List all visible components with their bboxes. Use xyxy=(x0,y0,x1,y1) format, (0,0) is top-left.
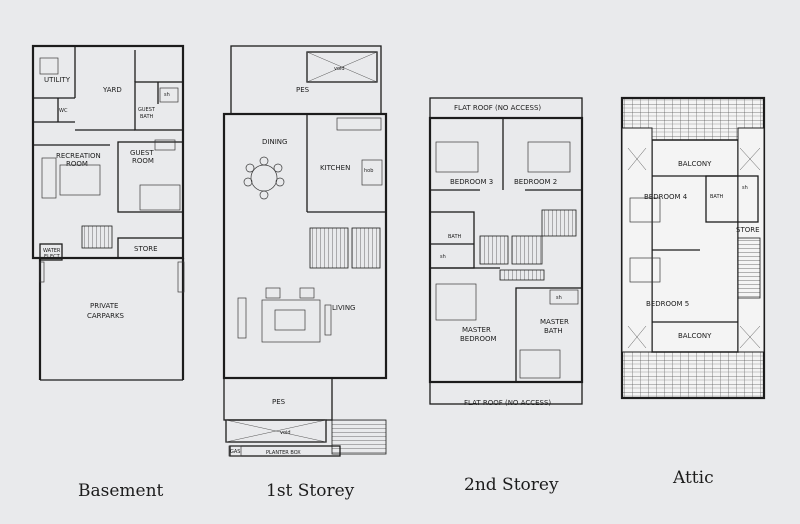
first-dining-label: DINING xyxy=(262,138,287,146)
basement-plan: UTILITY WC YARD GUEST BATH sh RECREATION… xyxy=(31,44,185,381)
second-flat-roof-top-label: FLAT ROOF (NO ACCESS) xyxy=(464,399,551,407)
caption-second-storey: 2nd Storey xyxy=(464,475,559,495)
caption-first-storey: 1st Storey xyxy=(266,481,355,501)
attic-balcony-top-label: BALCONY xyxy=(678,160,712,168)
attic-plan: BALCONY BEDROOM 4 BATH sh STORE BEDROOM … xyxy=(620,96,766,400)
second-master-bath-label-2: BATH xyxy=(544,327,563,335)
basement-wc-label: WC xyxy=(59,108,68,114)
attic-balcony-bottom-label: BALCONY xyxy=(678,332,712,340)
first-void-top-label: void xyxy=(334,66,345,72)
basement-carparks-label-1: PRIVATE xyxy=(90,302,118,310)
basement-recreation-label-2: ROOM xyxy=(66,160,88,168)
basement-guest-room-label-2: ROOM xyxy=(132,157,154,165)
first-gas-label: GAS xyxy=(230,449,240,455)
second-sh-right-label: sh xyxy=(556,295,562,301)
second-master-bath-label-1: MASTER xyxy=(540,318,569,326)
basement-water-label-2: ELECT xyxy=(44,254,61,260)
basement-recreation-label-1: RECREATION xyxy=(56,152,101,160)
basement-carparks-label-2: CARPARKS xyxy=(87,312,125,320)
attic-bedroom5-label: BEDROOM 5 xyxy=(646,300,689,308)
second-bath-label: BATH xyxy=(448,234,462,240)
first-void-bottom-label: void xyxy=(280,430,291,436)
basement-sh-label: sh xyxy=(164,92,170,98)
attic-store-label: STORE xyxy=(736,226,760,234)
second-master-bedroom-label-1: MASTER xyxy=(462,326,491,334)
first-pes-bottom-label: PES xyxy=(272,398,286,406)
first-hob-label: hob xyxy=(364,168,373,174)
attic-bath-label: BATH xyxy=(710,194,724,200)
first-kitchen-label: KITCHEN xyxy=(320,164,350,172)
basement-guest-bath-label-2: BATH xyxy=(140,114,154,120)
basement-guest-bath-label-1: GUEST xyxy=(138,107,156,113)
second-storey-plan: FLAT ROOF (NO ACCESS) BEDROOM 3 BEDROOM … xyxy=(428,97,584,407)
first-storey-plan: PES void DINING KITCHEN hob LIVING PES v… xyxy=(222,45,388,457)
second-sh-left-label: sh xyxy=(440,254,446,260)
attic-sh-label: sh xyxy=(742,185,748,191)
caption-basement: Basement xyxy=(78,481,164,501)
caption-attic: Attic xyxy=(672,468,714,488)
first-planter-label: PLANTER BOX xyxy=(266,450,301,456)
basement-water-label-1: WATER xyxy=(43,248,61,254)
basement-store-label: STORE xyxy=(134,245,158,253)
basement-utility-label: UTILITY xyxy=(44,76,71,84)
attic-bedroom4-label: BEDROOM 4 xyxy=(644,193,688,201)
basement-yard-label: YARD xyxy=(102,86,122,94)
second-bedroom3-label: BEDROOM 3 xyxy=(450,178,493,186)
second-master-bedroom-label-2: BEDROOM xyxy=(460,335,497,343)
basement-guest-room-label-1: GUEST xyxy=(130,149,154,157)
second-flat-roof-bottom-label: FLAT ROOF (NO ACCESS) xyxy=(454,104,541,112)
second-bedroom2-label: BEDROOM 2 xyxy=(514,178,557,186)
first-living-label: LIVING xyxy=(332,304,355,312)
first-pes-top-label: PES xyxy=(296,86,310,94)
